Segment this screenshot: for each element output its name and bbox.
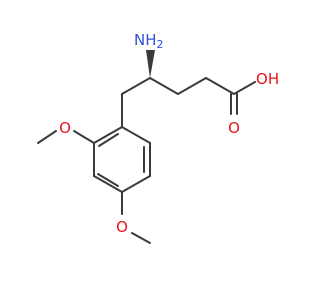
methoxy-para-o-label: O: [116, 218, 128, 236]
bond-alpha-ch2: [149, 77, 179, 95]
amine-label: NH2: [134, 31, 164, 51]
bond-benzyl-alpha: [121, 77, 151, 95]
carbonyl-o-label: O: [228, 119, 240, 137]
amine-h: H: [145, 31, 156, 49]
ring-double-3: [98, 133, 119, 147]
amine-h-count: 2: [157, 38, 164, 51]
bond-o-methyl-ortho: [37, 130, 57, 144]
hydroxyl-o: O: [256, 70, 268, 88]
methoxy-ortho-o-label: O: [59, 119, 71, 137]
bond-carboxyl-oh: [233, 81, 256, 95]
ring-double-2: [97, 173, 119, 187]
molecule-structure: NH2 O OH O O: [37, 31, 279, 244]
ring-bond-1: [121, 126, 151, 144]
bond-ring-o-ortho: [73, 130, 95, 144]
bond-ch2-ch2: [177, 77, 207, 95]
ring-bond-4: [93, 175, 123, 193]
amine-n: N: [134, 31, 145, 49]
hydroxyl-label: OH: [256, 70, 279, 88]
hydroxyl-h: H: [268, 70, 279, 88]
bond-o-methyl-para: [131, 232, 151, 244]
structure-canvas: NH2 O OH O O: [37, 31, 279, 244]
ring-bond-3: [121, 175, 151, 193]
bond-ch2-carboxyl: [205, 77, 235, 95]
wedge-bond-amine: [146, 50, 155, 78]
ring-bond-6: [93, 126, 123, 144]
